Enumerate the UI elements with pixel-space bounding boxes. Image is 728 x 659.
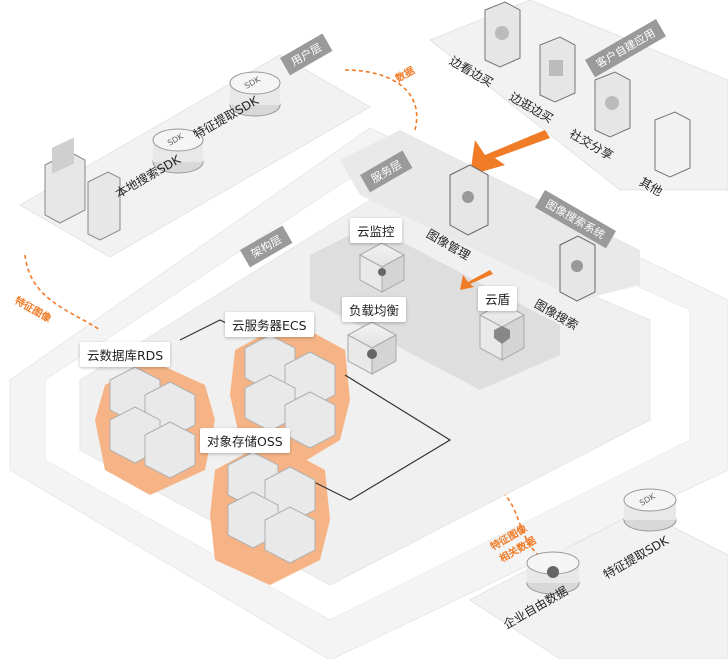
enterprise-sdk-drum bbox=[623, 488, 677, 532]
monitor-device-icon bbox=[44, 137, 86, 224]
shield-label: 云盾 bbox=[478, 286, 518, 311]
big-orange-arrow bbox=[470, 130, 550, 175]
tablet-device-icon bbox=[87, 171, 121, 241]
oss-label: 对象存储OSS bbox=[200, 428, 290, 453]
flow-feature-arrow bbox=[24, 254, 101, 331]
local-sdk-drum bbox=[152, 128, 204, 174]
rds-label: 云数据库RDS bbox=[80, 342, 171, 367]
monitor-label: 云监控 bbox=[350, 218, 402, 243]
shield-cube bbox=[478, 302, 526, 361]
feature-sdk-drum bbox=[229, 71, 281, 117]
lb-cube bbox=[346, 321, 398, 375]
app-device-4-icon bbox=[654, 111, 691, 178]
small-orange-arrow bbox=[460, 270, 493, 290]
oss-cubes bbox=[227, 451, 316, 564]
app-device-2-icon bbox=[539, 36, 576, 103]
monitor-cube bbox=[358, 242, 406, 293]
enterprise-platform bbox=[469, 509, 728, 659]
image-mgmt-tower bbox=[449, 164, 489, 236]
image-search-tower bbox=[559, 235, 596, 302]
ecs-label: 云服务器ECS bbox=[225, 312, 314, 337]
lb-label: 负载均衡 bbox=[342, 297, 407, 322]
lb-connector bbox=[309, 374, 452, 501]
enterprise-data-drum bbox=[526, 551, 580, 595]
flow-data-arrow bbox=[344, 69, 418, 131]
app-device-1-icon bbox=[484, 1, 521, 68]
app-device-3-icon bbox=[594, 71, 631, 138]
rds-cubes bbox=[109, 366, 196, 479]
